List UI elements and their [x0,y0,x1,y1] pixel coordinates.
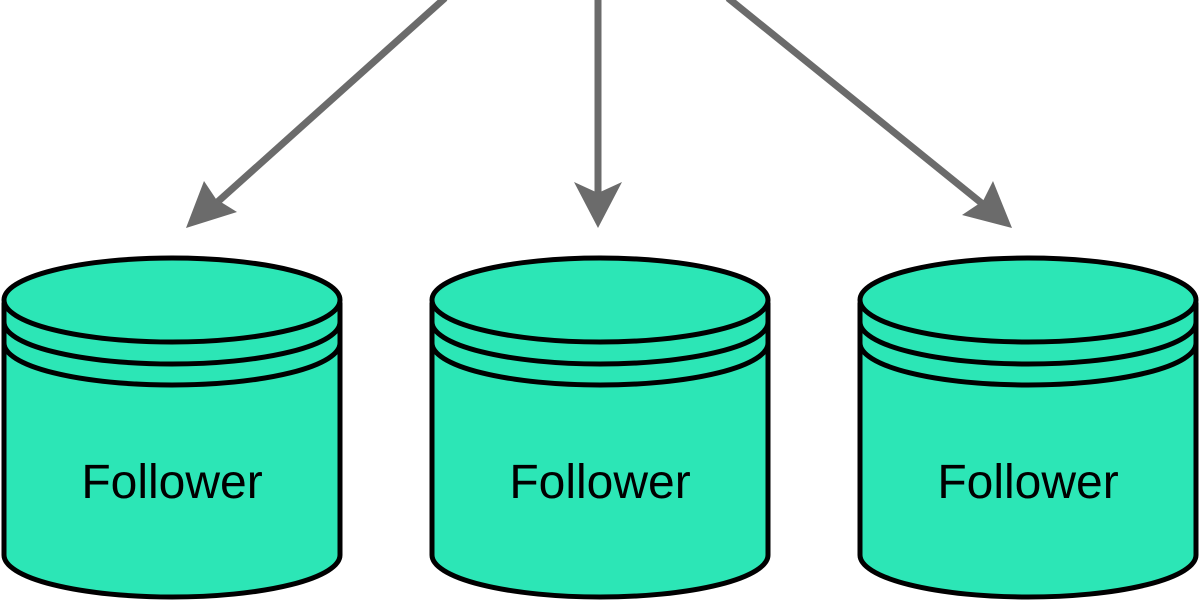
arrow-to-follower-2 [574,0,622,228]
database-label: Follower [937,456,1118,509]
cylinder-top [1,255,343,345]
arrow-to-follower-3 [725,0,1012,228]
cylinder-body [857,302,1199,600]
cylinder-top [857,255,1199,345]
database-label: Follower [81,456,262,509]
database-follower-1: Follower [1,255,343,600]
cylinder-top [429,255,771,345]
database-follower-2: Follower [429,255,771,600]
database-label: Follower [509,456,690,509]
database-follower-3: Follower [857,255,1199,600]
arrows [186,0,1012,228]
cylinder-body [429,302,771,600]
cylinder-body [1,302,343,600]
arrow-to-follower-1 [186,0,448,228]
